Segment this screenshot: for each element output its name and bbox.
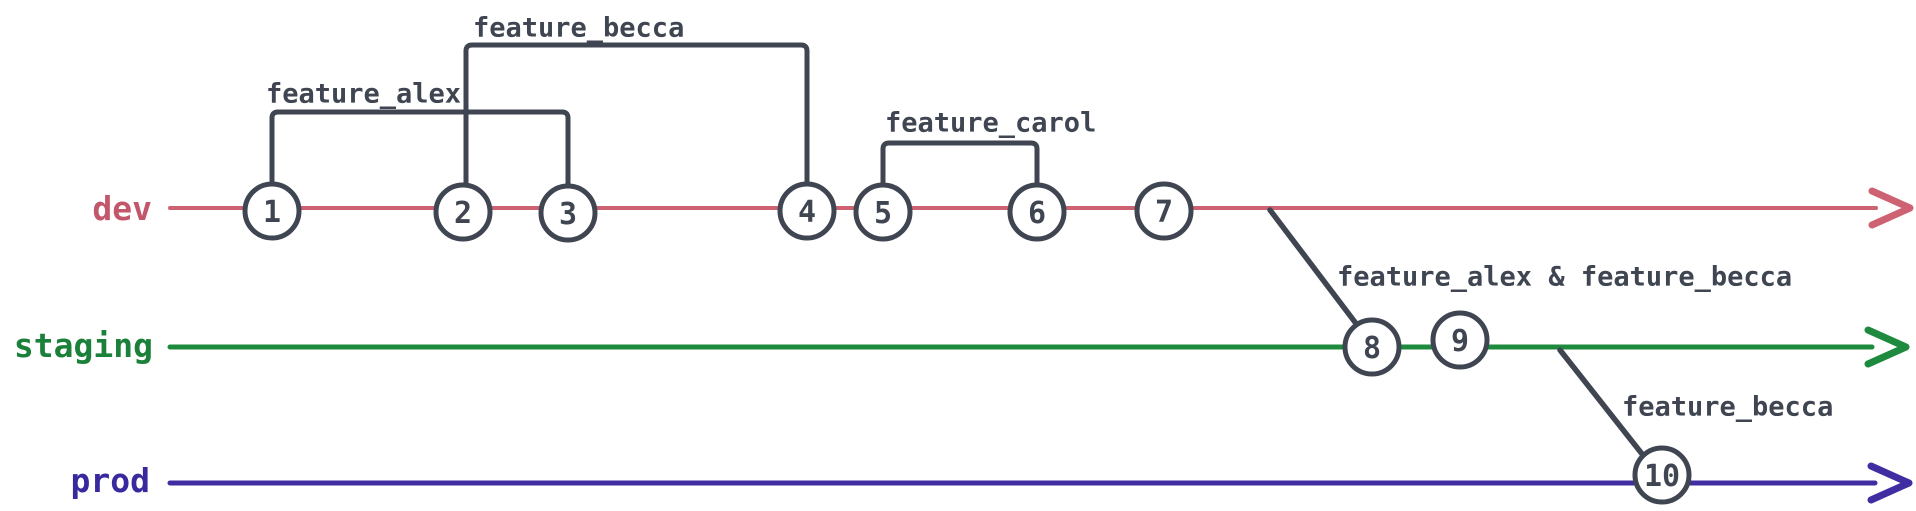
commit-node-5 [853, 182, 913, 242]
commit-number-1: 1 [263, 195, 281, 230]
feature-bracket-label: feature_alex [266, 79, 461, 110]
commit-node-6 [1007, 182, 1067, 242]
feature-bracket-feature_alex [269, 109, 571, 187]
commit-number-10: 10 [1644, 459, 1680, 494]
commit-number-9: 9 [1451, 324, 1469, 359]
commit-number-5: 5 [874, 196, 892, 231]
commit-node-3 [538, 183, 598, 243]
dev-arrow-right-icon [1868, 187, 1914, 229]
feature-bracket-feature_becca [463, 42, 810, 187]
merge-arrows-layer [1267, 207, 1653, 467]
commit-number-6: 6 [1028, 196, 1046, 231]
commit-number-2: 2 [454, 196, 472, 231]
merge-label: feature_alex & feature_becca [1337, 262, 1792, 293]
merge-line-1 [1557, 347, 1653, 467]
commit-number-4: 4 [798, 195, 816, 230]
branch-label-dev: dev [92, 189, 152, 228]
commit-node-4 [777, 181, 837, 241]
merge-label: feature_becca [1622, 392, 1833, 423]
commit-node-9 [1430, 310, 1490, 370]
labels-layer: devstagingprodfeature_alexfeature_beccaf… [14, 13, 1833, 500]
staging-arrow-right-icon [1864, 326, 1910, 368]
commit-node-1 [242, 181, 302, 241]
prod-arrow-right-icon [1867, 462, 1913, 504]
commit-node-10 [1632, 445, 1692, 505]
commit-nodes-layer: 1 2 3 4 5 6 7 8 9 10 [242, 181, 1692, 505]
commit-node-2 [433, 182, 493, 242]
commit-node-8 [1342, 317, 1402, 377]
feature-brackets-layer [269, 42, 1040, 189]
commit-number-8: 8 [1363, 331, 1381, 366]
commit-number-7: 7 [1155, 195, 1173, 230]
feature-bracket-label: feature_carol [885, 108, 1096, 139]
branch-label-prod: prod [71, 461, 150, 500]
feature-bracket-feature_carol [880, 140, 1040, 189]
branch-label-staging: staging [14, 326, 153, 365]
commit-node-7 [1134, 181, 1194, 241]
feature-bracket-label: feature_becca [473, 13, 684, 44]
commit-number-3: 3 [559, 197, 577, 232]
merge-line-0 [1267, 207, 1370, 341]
